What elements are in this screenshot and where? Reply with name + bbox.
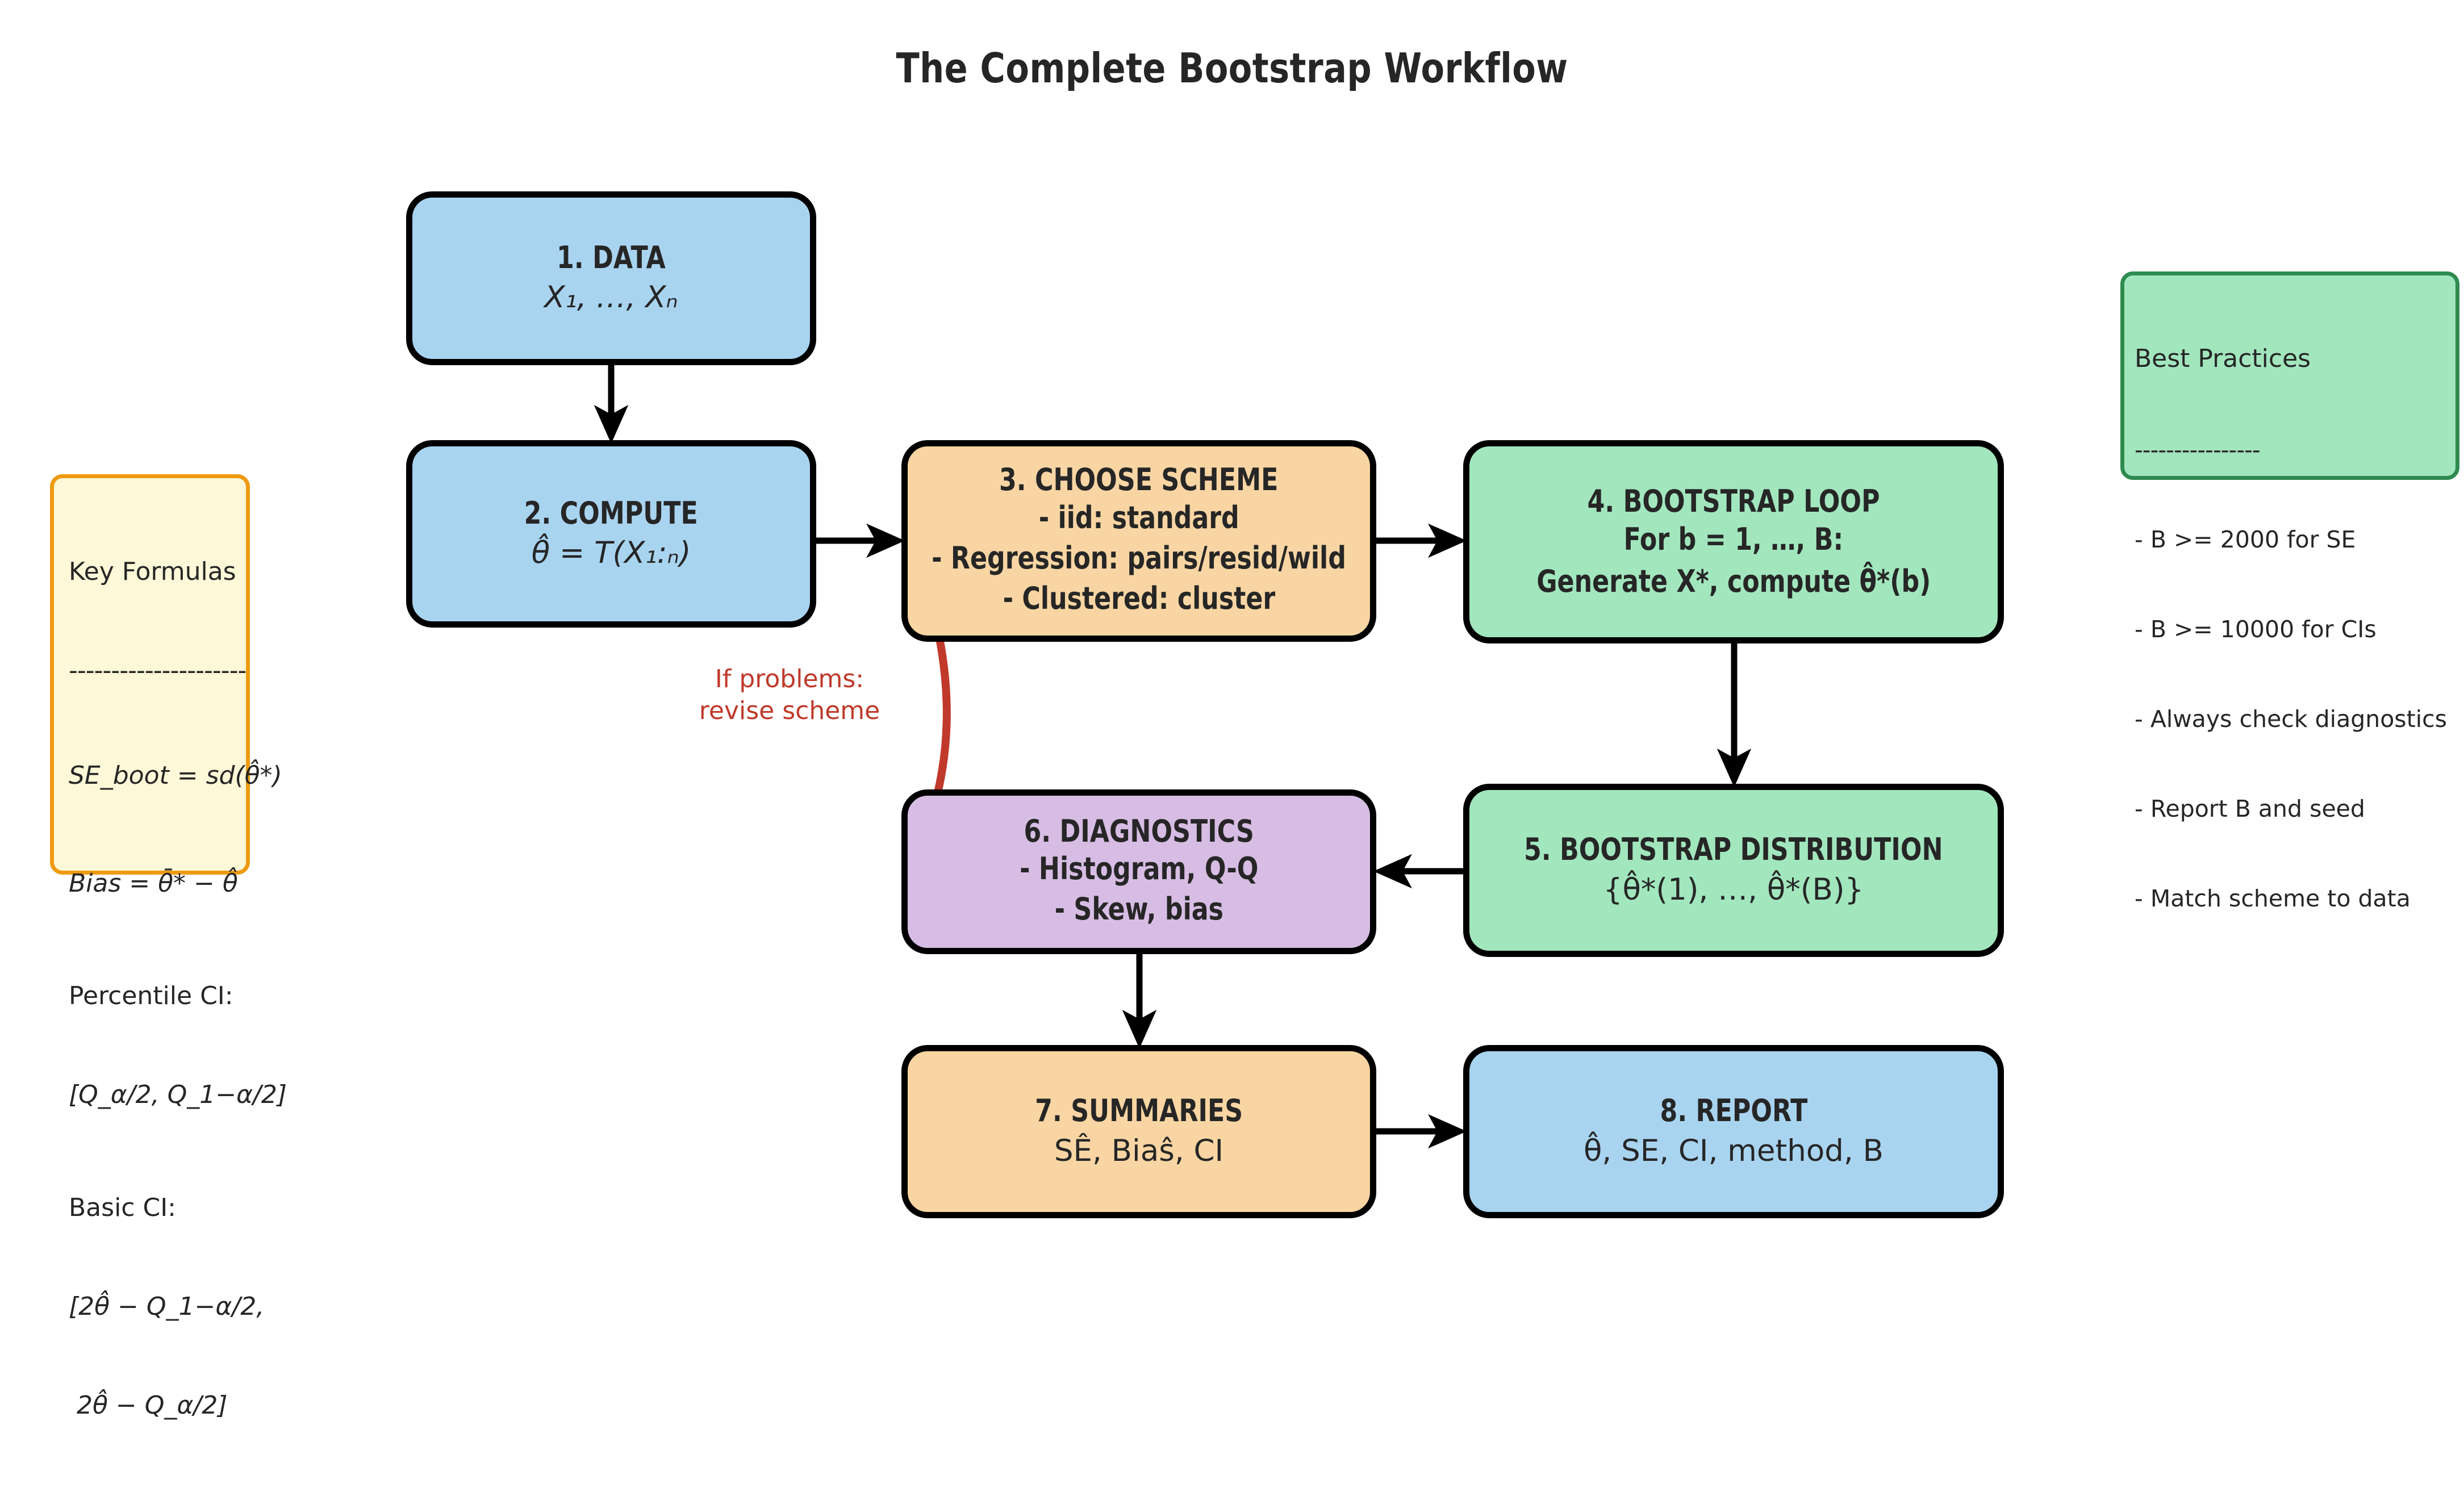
best-practices-panel: Best Practices ---------------- - B >= 2…: [2120, 271, 2459, 912]
node-6-bullet-1: - Histogram, Q-Q: [1019, 850, 1259, 887]
feedback-arrow-label: If problems: revise scheme: [699, 664, 880, 726]
node-1-subtitle: X₁, …, Xₙ: [544, 280, 678, 315]
key-formulas-rule: ---------------------: [69, 656, 247, 686]
formula-percentile-ci-label: Percentile CI:: [69, 981, 233, 1011]
formula-basic-ci-line2: 2θ̂ − Q_α/2]: [69, 1391, 228, 1420]
node-3-title: 3. CHOOSE SCHEME: [999, 462, 1279, 498]
key-formulas-panel: Key Formulas --------------------- SE_bo…: [50, 474, 287, 1420]
node-3-bullet-3: - Clustered: cluster: [1003, 580, 1275, 617]
formula-basic-ci-line1: [2θ̂ − Q_1−α/2,: [69, 1291, 265, 1321]
formula-basic-ci-label: Basic CI:: [69, 1193, 176, 1222]
formula-bias: Bias = θ̄* − θ̂: [69, 868, 238, 898]
node-2-title: 2. COMPUTE: [524, 495, 699, 531]
node-7-title: 7. SUMMARIES: [1034, 1093, 1243, 1129]
page-title: The Complete Bootstrap Workflow: [896, 44, 1568, 92]
best-practice-item-4: - Report B and seed: [2135, 795, 2365, 823]
best-practices-heading: Best Practices: [2135, 344, 2311, 374]
node-5-title: 5. BOOTSTRAP DISTRIBUTION: [1524, 831, 1943, 868]
node-3-bullet-2: - Regression: pairs/resid/wild: [932, 540, 1346, 576]
node-3-choose-scheme[interactable]: 3. CHOOSE SCHEME - iid: standard - Regre…: [901, 440, 1376, 642]
node-7-subtitle: SÊ, Biaŝ, CI: [1054, 1133, 1224, 1168]
node-4-bootstrap-loop[interactable]: 4. BOOTSTRAP LOOP For b = 1, …, B: Gener…: [1463, 440, 2004, 643]
node-4-loop-range: For b = 1, …, B:: [1623, 521, 1844, 557]
node-8-report[interactable]: 8. REPORT θ̂, SE, CI, method, B: [1463, 1045, 2004, 1218]
node-8-title: 8. REPORT: [1660, 1093, 1807, 1129]
node-8-subtitle: θ̂, SE, CI, method, B: [1583, 1133, 1884, 1168]
node-6-diagnostics[interactable]: 6. DIAGNOSTICS - Histogram, Q-Q - Skew, …: [901, 789, 1376, 954]
node-2-compute[interactable]: 2. COMPUTE θ̂ = T(X₁:ₙ): [406, 440, 816, 628]
best-practice-item-2: - B >= 10000 for CIs: [2135, 616, 2377, 643]
best-practice-item-3: - Always check diagnostics: [2135, 705, 2448, 733]
best-practice-item-5: - Match scheme to data: [2135, 885, 2411, 913]
node-5-bootstrap-distribution[interactable]: 5. BOOTSTRAP DISTRIBUTION {θ̂*(1), …, θ̂…: [1463, 784, 2004, 957]
node-6-title: 6. DIAGNOSTICS: [1024, 813, 1254, 849]
node-5-subtitle: {θ̂*(1), …, θ̂*(B)}: [1603, 872, 1864, 907]
formula-percentile-ci: [Q_α/2, Q_1−α/2]: [69, 1080, 287, 1110]
node-2-subtitle: θ̂ = T(X₁:ₙ): [531, 536, 691, 571]
node-4-loop-body: Generate X*, compute θ̂*(b): [1536, 563, 1931, 600]
diagram-canvas: The Complete Bootstrap Workflow 1. DATA: [50, 44, 2459, 1420]
best-practice-item-1: - B >= 2000 for SE: [2135, 526, 2356, 554]
node-1-data[interactable]: 1. DATA X₁, …, Xₙ: [406, 191, 816, 365]
node-4-title: 4. BOOTSTRAP LOOP: [1587, 483, 1880, 520]
key-formulas-heading: Key Formulas: [69, 557, 236, 587]
best-practices-rule: ----------------: [2135, 436, 2261, 464]
node-6-bullet-2: - Skew, bias: [1054, 891, 1223, 927]
formula-se: SE_boot = sd(θ̂*): [69, 760, 282, 790]
node-1-title: 1. DATA: [557, 239, 666, 275]
node-3-bullet-1: - iid: standard: [1038, 499, 1239, 536]
node-7-summaries[interactable]: 7. SUMMARIES SÊ, Biaŝ, CI: [901, 1045, 1376, 1218]
